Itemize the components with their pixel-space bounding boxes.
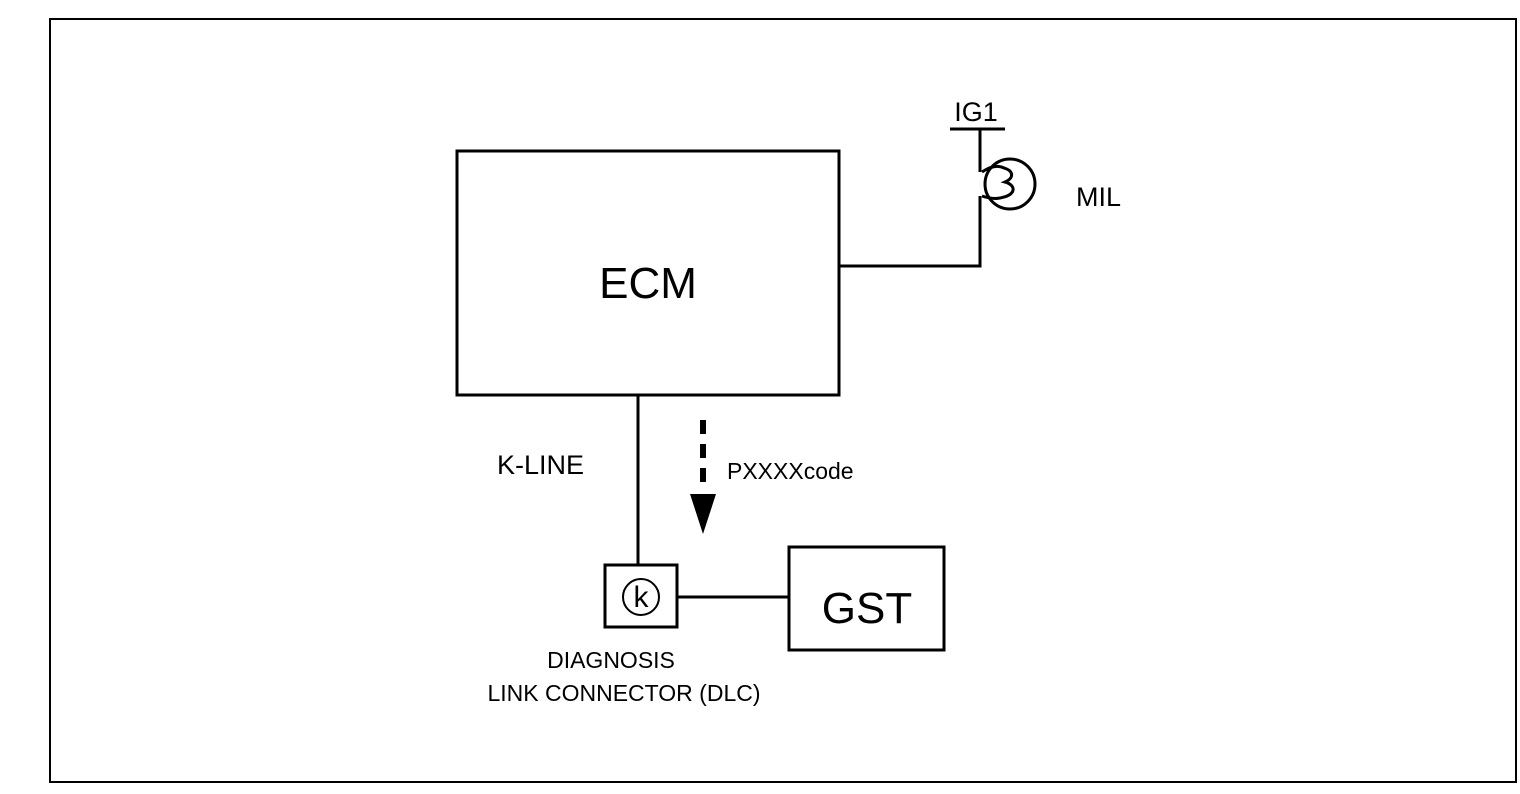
code-transfer-arrow [690,420,716,534]
ecm-label: ECM [599,259,697,308]
dlc-label-line2: LINK CONNECTOR (DLC) [487,680,760,706]
dlc-symbol: k [634,581,650,614]
dlc-label-line1: DIAGNOSIS [547,647,675,673]
code-label: PXXXXcode [727,458,854,484]
mil-wire [839,196,982,268]
gst-label: GST [822,584,912,633]
ecm-box [455,149,841,397]
mil-label: MIL [1076,182,1121,212]
gst-box [787,545,946,652]
diagram-frame [49,18,1517,783]
dlc-k-icon [622,578,660,616]
ig1-label: IG1 [954,97,998,127]
mil-lamp-icon [981,157,1037,211]
k-line-label: K-LINE [497,450,584,480]
